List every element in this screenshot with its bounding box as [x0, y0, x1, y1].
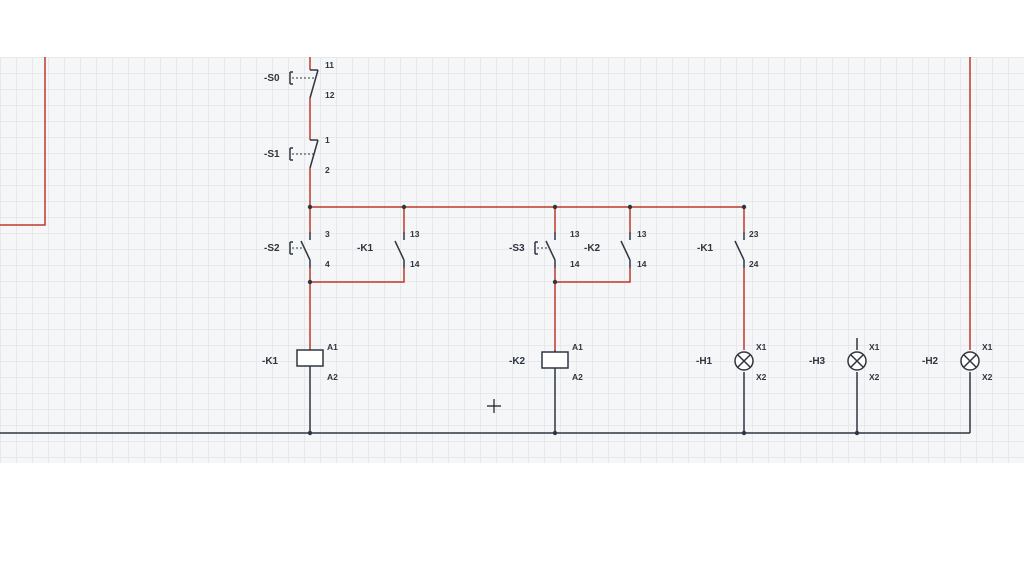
- s1-tag: -S1: [264, 149, 280, 160]
- k1a-tag: -K1: [357, 243, 374, 254]
- k2coil-tag: -K2: [509, 356, 526, 367]
- k1b-pin-top: 23: [749, 229, 759, 239]
- k2a-tag: -K2: [584, 243, 601, 254]
- switch-s0[interactable]: -S0 11 12: [264, 60, 335, 100]
- junction-dot: [307, 204, 313, 210]
- k1b-pin-bottom: 24: [749, 259, 759, 269]
- switch-s3[interactable]: -S3 13 14: [509, 229, 580, 269]
- junction-dot: [552, 430, 558, 436]
- coil-k2[interactable]: -K2 A1 A2: [509, 342, 583, 382]
- k2a-pin-bottom: 14: [637, 259, 647, 269]
- k1a-pin-top: 13: [410, 229, 420, 239]
- h1-pin-top: X1: [756, 342, 767, 352]
- h2-pin-bottom: X2: [982, 372, 993, 382]
- s1-pin-bottom: 2: [325, 165, 330, 175]
- contact-k1-23-24[interactable]: -K1 23 24: [697, 229, 759, 269]
- junctions: [307, 204, 860, 436]
- wires: [0, 57, 971, 434]
- junction-dot: [854, 430, 860, 436]
- k2coil-pin-top: A1: [572, 342, 583, 352]
- contact-k2-13-14[interactable]: -K2 13 14: [584, 229, 647, 269]
- s3-pin-bottom: 14: [570, 259, 580, 269]
- k2coil-pin-bottom: A2: [572, 372, 583, 382]
- s2-tag: -S2: [264, 243, 280, 254]
- junction-dot: [401, 204, 407, 210]
- wire-k2a-hold[interactable]: [555, 268, 631, 283]
- s1-pin-top: 1: [325, 135, 330, 145]
- k1a-pin-bottom: 14: [410, 259, 420, 269]
- crosshair-cursor-icon: [487, 399, 501, 413]
- s3-tag: -S3: [509, 243, 525, 254]
- wire-k1a-hold[interactable]: [310, 268, 405, 283]
- s0-pin-bottom: 12: [325, 90, 335, 100]
- k2a-pin-top: 13: [637, 229, 647, 239]
- junction-dot: [552, 279, 558, 285]
- k1coil-pin-top: A1: [327, 342, 338, 352]
- k1b-tag: -K1: [697, 243, 714, 254]
- s2-pin-top: 3: [325, 229, 330, 239]
- k1coil-pin-bottom: A2: [327, 372, 338, 382]
- lamp-h3[interactable]: -H3 X1 X2: [809, 342, 880, 382]
- schematic-canvas[interactable]: [0, 57, 1024, 463]
- h2-pin-top: X1: [982, 342, 993, 352]
- h3-pin-top: X1: [869, 342, 880, 352]
- junction-dot: [627, 204, 633, 210]
- h1-tag: -H1: [696, 356, 713, 367]
- h3-tag: -H3: [809, 356, 826, 367]
- switch-s1[interactable]: -S1 1 2: [264, 135, 330, 175]
- h1-pin-bottom: X2: [756, 372, 767, 382]
- k1coil-tag: -K1: [262, 356, 279, 367]
- h2-tag: -H2: [922, 356, 939, 367]
- junction-dot: [741, 430, 747, 436]
- contact-k1-13-14[interactable]: -K1 13 14: [357, 229, 420, 269]
- coil-k1[interactable]: -K1 A1 A2: [262, 342, 338, 382]
- junction-dot: [552, 204, 558, 210]
- s3-pin-top: 13: [570, 229, 580, 239]
- s0-tag: -S0: [264, 73, 280, 84]
- s2-pin-bottom: 4: [325, 259, 330, 269]
- lamp-h2[interactable]: -H2 X1 X2: [922, 342, 993, 382]
- switch-s2[interactable]: -S2 3 4: [264, 229, 330, 269]
- junction-dot: [741, 204, 747, 210]
- lamp-h1[interactable]: -H1 X1 X2: [696, 342, 767, 382]
- h3-pin-bottom: X2: [869, 372, 880, 382]
- junction-dot: [307, 279, 313, 285]
- s0-pin-top: 11: [325, 60, 334, 70]
- wire-left-supply[interactable]: [0, 57, 46, 226]
- junction-dot: [307, 430, 313, 436]
